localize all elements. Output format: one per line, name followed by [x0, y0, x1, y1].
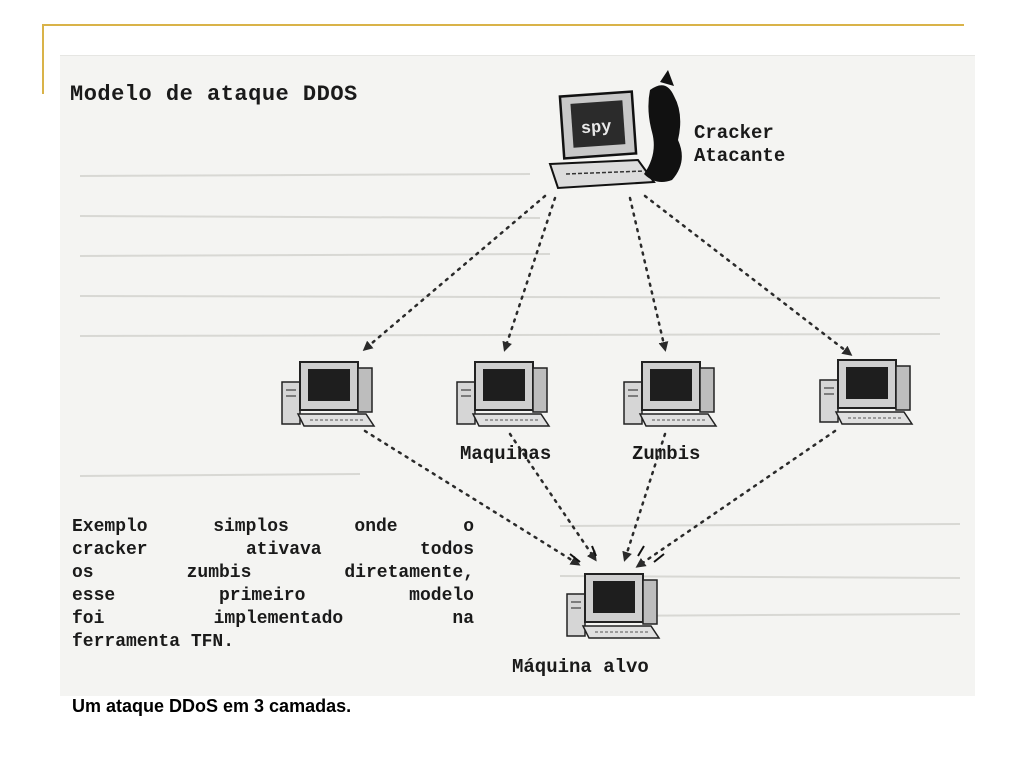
description-line-2: cracker ativava todos — [72, 540, 474, 560]
attacker-screen-text: spy — [580, 118, 612, 139]
arrow-attacker-zombie-4 — [643, 194, 853, 356]
ddos-diagram: spy Modelo de ataque DDOS Cracker Atacan… — [60, 55, 975, 696]
arrow-zombie-3-target — [622, 432, 667, 562]
description-line-1: Exemplo simplos onde o — [72, 517, 474, 537]
target-label: Máquina alvo — [512, 656, 649, 678]
slide-frame-top-line — [42, 24, 964, 26]
target-computer-icon — [566, 545, 665, 639]
arrow-attacker-zombie-3 — [628, 196, 669, 352]
attacker-computer-icon: spy — [548, 70, 682, 190]
description-line-3: os zumbis diretamente, — [72, 563, 474, 583]
arrow-zombie-4-target — [635, 429, 837, 568]
slide-caption: Um ataque DDoS em 3 camadas. — [72, 696, 352, 716]
zombie-label-machines: Maquinas — [460, 443, 552, 465]
zombie-computer-icon-3 — [623, 361, 717, 427]
description-line-6: ferramenta TFN. — [72, 632, 235, 652]
zombie-computer-icon-2 — [456, 361, 550, 427]
attacker-label-line-1: Cracker — [694, 122, 774, 144]
diagram-description: Exemplo simplos onde o cracker ativava t… — [72, 516, 474, 654]
zombie-computer-icon-1 — [281, 361, 375, 427]
attacker-label: Cracker Atacante — [694, 122, 785, 168]
attacker-label-line-2: Atacante — [694, 145, 786, 167]
description-line-4: esse primeiro modelo — [72, 586, 474, 606]
slide-frame-left-line — [42, 24, 44, 94]
arrow-zombie-1-target — [363, 429, 581, 566]
arrow-attacker-zombie-1 — [362, 194, 547, 351]
arrow-attacker-zombie-2 — [502, 196, 557, 352]
diagram-graphics: spy — [79, 70, 961, 639]
zombie-to-target-arrows — [363, 429, 837, 568]
attacker-to-zombie-arrows — [362, 194, 853, 356]
arrow-zombie-2-target — [508, 432, 597, 562]
description-line-5: foi implementado na — [72, 609, 474, 629]
zombie-computer-icon-4 — [819, 359, 913, 425]
diagram-title: Modelo de ataque DDOS — [70, 82, 358, 107]
zombie-label-zombies: Zumbis — [632, 443, 701, 465]
